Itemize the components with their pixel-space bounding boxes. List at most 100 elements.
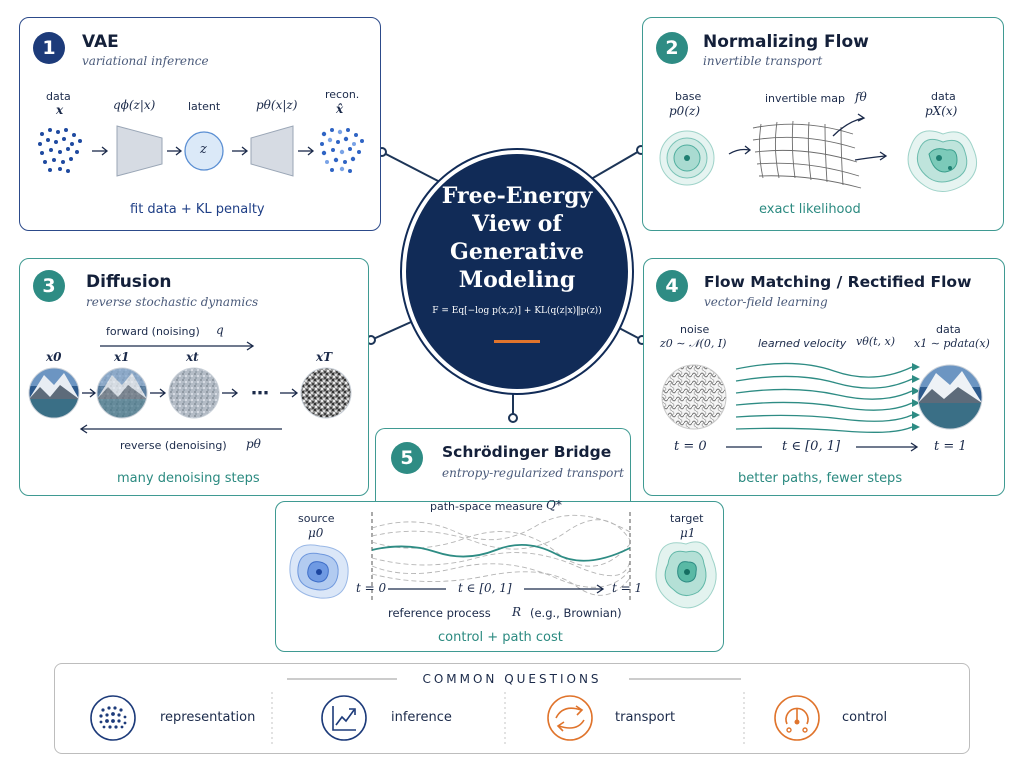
diffusion-title: Diffusion (86, 272, 172, 292)
common-questions-decor (90, 678, 820, 744)
fm-diagram (661, 362, 983, 452)
nf-subtitle: invertible transport (703, 54, 823, 68)
nf-data-label: data (931, 90, 956, 103)
sb-optimal-path (371, 543, 631, 562)
sb-ref-symbol: R (512, 605, 522, 619)
diffusion-panel: 3 Diffusion reverse stochastic dynamics … (19, 258, 369, 496)
fm-t-end: t = 1 (934, 439, 967, 454)
vae-decoder-symbol: pθ(x|z) (256, 98, 298, 112)
vae-latent-circle (184, 131, 224, 171)
nf-map-symbol: fθ (855, 90, 867, 104)
normalizing-flow-panel: 2 Normalizing Flow invertible transport … (642, 17, 1004, 231)
nf-base-distribution (659, 130, 715, 186)
sb-subtitle: entropy-regularized transport (442, 466, 624, 480)
nf-data-distribution (907, 130, 978, 192)
fm-noise-symbol: z0 ∼ 𝒩(0, I) (660, 337, 727, 350)
common-questions-title: COMMON QUESTIONS (422, 672, 602, 686)
nf-data-symbol: pX(x) (925, 104, 958, 118)
diffusion-forward-label: forward (noising) (106, 325, 200, 338)
diffusion-image-x1 (97, 368, 147, 418)
vae-panel: 1 VAE variational inference data x qϕ(z|… (19, 17, 381, 231)
vae-latent-label: latent (188, 100, 221, 113)
sb-source-label: source (298, 512, 335, 525)
diffusion-footer: many denoising steps (117, 471, 260, 486)
fm-t-mid: t ∈ [0, 1] (782, 439, 841, 454)
question-inference: inference (391, 710, 452, 725)
fm-subtitle: vector-field learning (704, 295, 828, 309)
sb-ref-note: (e.g., Brownian) (530, 606, 622, 620)
fm-data-label: data (936, 323, 961, 336)
fm-velocity-label: learned velocity (758, 337, 847, 350)
diffusion-subtitle: reverse stochastic dynamics (86, 295, 259, 309)
dot-grid-icon (90, 695, 136, 741)
sb-ref-label: reference process (388, 606, 491, 620)
sb-number-badge: 5 (391, 442, 423, 474)
diffusion-state-0: x0 (46, 350, 62, 364)
sb-sample-paths (371, 514, 631, 596)
sb-source-density (289, 544, 349, 599)
nf-base-symbol: p0(z) (669, 104, 701, 118)
diffusion-reverse-symbol: pθ (246, 437, 261, 451)
vae-subtitle: variational inference (82, 54, 209, 68)
diffusion-state-t: xt (186, 350, 199, 364)
question-control: control (842, 710, 888, 725)
trend-chart-icon (321, 695, 367, 741)
fm-footer: better paths, fewer steps (738, 471, 903, 486)
vae-diagram (38, 125, 364, 177)
fm-noise-image (662, 365, 726, 429)
vae-data-label: data (46, 90, 71, 103)
vae-recon-dots (320, 128, 364, 173)
center-title-line-4: Modeling (458, 267, 576, 293)
sb-diagram (289, 512, 717, 609)
diffusion-image-x0 (29, 368, 79, 418)
nf-warped-grid (752, 120, 862, 189)
vae-data-symbol: x (56, 103, 64, 117)
center-title: Free-Energy View of Generative Modeling (406, 182, 628, 294)
sb-target-label: target (670, 512, 704, 525)
fm-title: Flow Matching / Rectified Flow (704, 273, 972, 291)
nf-map-label: invertible map (765, 92, 845, 105)
center-title-line-2: View of (472, 211, 562, 237)
vae-latent-symbol: z (200, 142, 207, 157)
sb-footer: control + path cost (438, 630, 563, 645)
fm-noise-label: noise (680, 323, 710, 336)
fm-velocity-symbol: vθ(t, x) (856, 335, 896, 348)
diffusion-image-xT (301, 368, 351, 418)
vae-number-badge: 1 (33, 32, 65, 64)
diffusion-state-1: x1 (114, 350, 130, 364)
diffusion-diagram (28, 341, 352, 434)
sb-title: Schrödinger Bridge (442, 443, 612, 461)
transport-arrows-icon (547, 695, 593, 741)
diffusion-image-xt (169, 368, 219, 418)
diffusion-state-T: xT (316, 350, 333, 364)
nf-diagram (659, 113, 978, 192)
vae-recon-symbol: x̂ (336, 102, 344, 116)
diffusion-number-badge: 3 (33, 270, 65, 302)
question-transport: transport (615, 710, 676, 725)
vae-footer: fit data + KL penalty (130, 202, 265, 217)
vae-encoder-symbol: qϕ(z|x) (113, 98, 156, 112)
sb-source-symbol: μ0 (308, 526, 324, 540)
fm-t-start: t = 0 (674, 439, 707, 454)
diffusion-forward-symbol: q (216, 323, 224, 337)
diffusion-reverse-label: reverse (denoising) (120, 439, 227, 452)
vae-input-dots (38, 128, 82, 173)
schrodinger-bridge-panel: 5 Schrödinger Bridge entropy-regularized… (375, 428, 631, 506)
nf-title: Normalizing Flow (703, 32, 869, 52)
vae-recon-label: recon. (325, 88, 360, 101)
nf-number-badge: 2 (656, 32, 688, 64)
center-accent-bar (494, 340, 540, 343)
center-formula: F = Eq[−log p(x,z)] + KL(q(z|x)‖p(z)) (432, 306, 602, 316)
center-title-line-1: Free-Energy (441, 183, 593, 209)
sb-t-start: t = 0 (356, 581, 387, 595)
flow-matching-panel: 4 Flow Matching / Rectified Flow vector-… (643, 258, 1005, 496)
vae-title: VAE (82, 32, 119, 52)
center-hub: Free-Energy View of Generative Modeling … (402, 150, 632, 393)
control-dial-icon (774, 695, 820, 741)
nf-footer: exact likelihood (759, 202, 861, 217)
diffusion-ellipsis: ⋯ (251, 383, 269, 404)
common-questions-panel: COMMON QUESTIONS (54, 663, 970, 754)
fm-data-symbol: x1 ∼ pdata(x) (914, 337, 990, 350)
sb-measure-symbol: Q* (546, 498, 562, 512)
question-representation: representation (160, 710, 256, 725)
